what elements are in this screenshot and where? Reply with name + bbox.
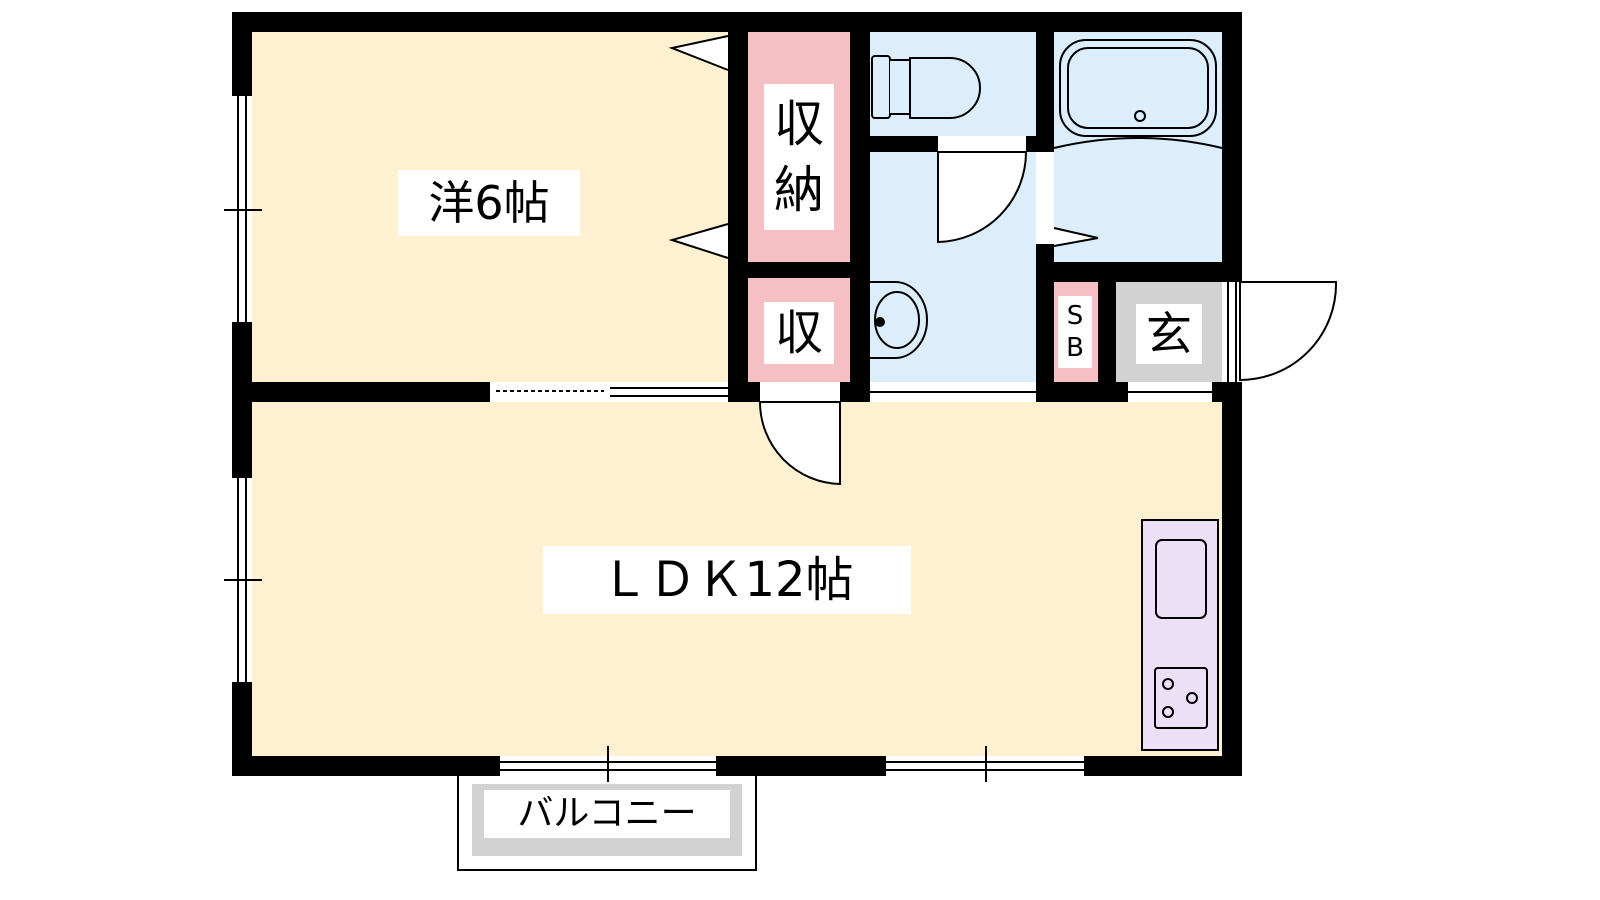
ldk-label: ＬＤＫ12帖 (543, 546, 911, 614)
bath-door (1053, 227, 1099, 247)
ldk-door (758, 401, 841, 486)
sink-icon (1155, 539, 1207, 619)
toilet-icon (871, 55, 981, 119)
doors (668, 35, 1338, 486)
storage-closet-label-bottom: 納 (774, 161, 824, 219)
storage-closet-label: 収 納 (764, 84, 834, 230)
kitchen-counter (1141, 519, 1219, 751)
closet-door-upper (668, 35, 729, 71)
window-lines (224, 96, 1237, 782)
bathtub-icon (1053, 39, 1223, 149)
bathroom-floor (1052, 32, 1222, 262)
shoe-box-label-bottom: B (1066, 333, 1084, 363)
western-room-label: 洋6帖 (398, 170, 580, 236)
storage-small-label: 収 (764, 302, 834, 364)
shoe-box-label: S B (1058, 296, 1092, 368)
washbasin-icon (870, 281, 928, 359)
stove-icon (1154, 667, 1208, 729)
entrance-door (1239, 281, 1338, 382)
closet-door-lower (668, 223, 729, 259)
storage-closet-label-top: 収 (774, 95, 824, 153)
toilet-door (937, 151, 1028, 244)
shoe-box-label-top: S (1066, 301, 1084, 331)
balcony-label: バルコニー (484, 790, 730, 838)
entrance-label: 玄 (1136, 304, 1202, 364)
